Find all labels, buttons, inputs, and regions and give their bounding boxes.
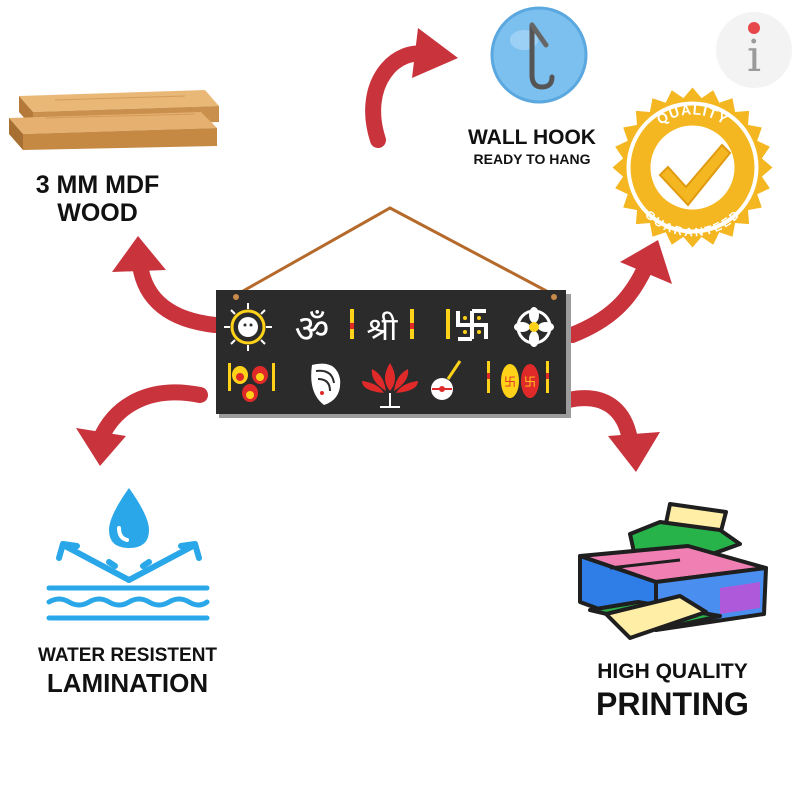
shankh-symbol-icon xyxy=(311,363,341,405)
shri-symbol-icon: श्री xyxy=(350,309,414,348)
om-symbol-icon: ॐ xyxy=(295,307,330,351)
printing-label: HIGH QUALITY PRINTING xyxy=(580,660,765,722)
wood-line1: 3 MM MDF xyxy=(35,171,160,199)
wall-hook-icon xyxy=(490,6,588,104)
printing-line2: PRINTING xyxy=(596,686,749,723)
arrow-to-lamination-icon xyxy=(76,384,208,466)
hook-label: WALL HOOK READY TO HANG xyxy=(452,126,612,167)
hook-line1: WALL HOOK xyxy=(468,126,596,149)
printing-line1: HIGH QUALITY xyxy=(597,660,748,683)
kalash-flower-symbol-icon xyxy=(514,307,554,347)
arrow-to-printing-icon xyxy=(560,390,660,472)
arrow-to-quality-icon xyxy=(564,240,672,343)
svg-text:श्री: श्री xyxy=(367,310,399,348)
hanging-string xyxy=(235,206,555,297)
arrow-to-hook-icon xyxy=(365,28,458,148)
charan-paduka-symbol-icon: 卐 卐 xyxy=(487,361,549,398)
gada-symbol-icon xyxy=(431,360,462,400)
hook-line2: READY TO HANG xyxy=(473,151,591,168)
svg-text:卐: 卐 xyxy=(524,375,536,389)
water-resistant-icon xyxy=(46,488,210,621)
swastik-symbol-icon xyxy=(446,309,488,341)
printer-icon xyxy=(578,502,768,640)
svg-text:卐: 卐 xyxy=(504,375,516,389)
lamination-line2: LAMINATION xyxy=(46,667,209,698)
brand-letter: i xyxy=(746,31,762,82)
wood-line2: WOOD xyxy=(57,198,138,227)
brand-logo-icon: i xyxy=(716,12,792,88)
lamination-line1: WATER RESISTENT xyxy=(37,645,218,666)
quality-badge-icon: QUALITY GUARANTEED xyxy=(612,87,773,248)
sun-symbol-icon xyxy=(224,303,272,351)
wood-label: 3 MM MDF WOOD xyxy=(10,171,185,227)
lamination-label: WATER RESISTENT LAMINATION xyxy=(20,645,235,698)
shubh-symbols-wall-hanging: ॐ श्री xyxy=(216,206,571,418)
lotus-symbol-icon xyxy=(362,363,418,408)
kumkum-dots-symbol-icon xyxy=(228,363,275,402)
wood-planks-icon xyxy=(9,90,219,150)
arrow-to-wood-icon xyxy=(112,236,223,333)
